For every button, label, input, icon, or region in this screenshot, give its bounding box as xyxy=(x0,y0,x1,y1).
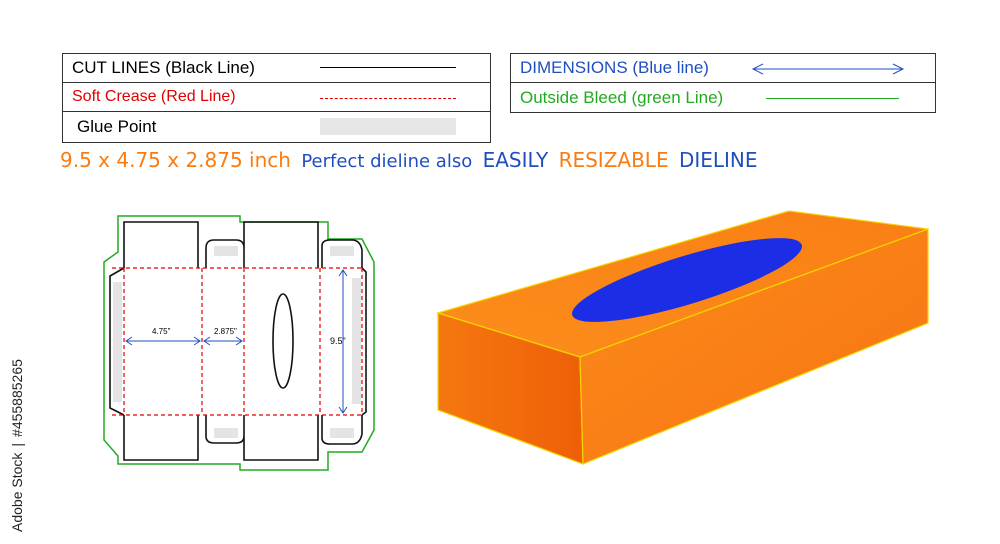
headline-easily: EASILY xyxy=(482,148,549,172)
outside-bleed-outline xyxy=(103,215,375,471)
dimension-length-arrow xyxy=(338,269,348,414)
glue-areas xyxy=(113,246,361,438)
outside-bleed-sample xyxy=(766,98,899,99)
legend-label-cut-lines: CUT LINES (Black Line) xyxy=(72,58,255,77)
soft-crease-lines xyxy=(112,267,363,416)
cut-top-flaps xyxy=(123,221,363,268)
cut-line-sample xyxy=(320,67,456,68)
headline-dieline: DIELINE xyxy=(678,148,758,172)
dimension-depth-arrow xyxy=(203,336,243,346)
headline-dimensions: 9.5 x 4.75 x 2.875 inch xyxy=(60,148,291,172)
legend-label-dimensions: DIMENSIONS (Blue line) xyxy=(520,58,709,77)
legend-label-soft-crease: Soft Crease (Red Line) xyxy=(72,88,236,105)
legend-table-left: CUT LINES (Black Line) Soft Crease (Red … xyxy=(62,53,491,143)
dimension-width-label: 4.75" xyxy=(152,327,171,336)
headline-resizable: RESIZABLE xyxy=(558,148,669,172)
dimension-depth-label: 2.875" xyxy=(214,327,237,336)
legend-label-outside-bleed: Outside Bleed (green Line) xyxy=(520,87,724,107)
cut-lines xyxy=(109,221,367,461)
dimension-length-label: 9.5" xyxy=(330,336,346,346)
dimension-arrow-sample xyxy=(751,63,905,75)
headline-description: Perfect dieline also xyxy=(301,151,473,172)
tissue-opening-cut xyxy=(272,293,294,389)
cut-glue-flap xyxy=(109,267,125,416)
cut-bottom-flaps xyxy=(123,415,363,461)
dimension-width-arrow xyxy=(125,336,201,346)
legend-label-glue-point: Glue Point xyxy=(77,117,157,136)
legend-table-right: DIMENSIONS (Blue line) Outside Bleed (gr… xyxy=(510,53,936,113)
glue-point-sample xyxy=(320,118,456,135)
legend-row-cut-lines: CUT LINES (Black Line) xyxy=(63,54,490,83)
dimension-arrows xyxy=(125,269,348,414)
box-side-face xyxy=(579,228,929,465)
cut-end-panel xyxy=(361,267,367,416)
legend-row-glue-point: Glue Point xyxy=(63,112,490,142)
soft-crease-sample xyxy=(320,98,456,99)
box-tissue-opening xyxy=(572,238,802,322)
headline: 9.5 x 4.75 x 2.875 inch Perfect dieline … xyxy=(60,148,762,172)
legend-row-soft-crease: Soft Crease (Red Line) xyxy=(63,83,490,112)
legend-row-dimensions: DIMENSIONS (Blue line) xyxy=(511,54,935,83)
legend-row-outside-bleed: Outside Bleed (green Line) xyxy=(511,83,935,112)
